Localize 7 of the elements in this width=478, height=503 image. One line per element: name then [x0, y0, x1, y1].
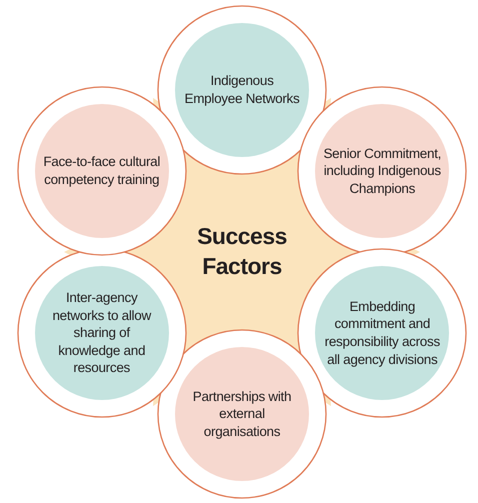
factor-text: Face-to-face cultural competency training: [42, 153, 161, 189]
factor-text: Embedding commitment and responsibility across all agency divisions: [324, 298, 441, 368]
factor-text: Partnerships with external organisations: [192, 388, 292, 440]
center-title: Success Factors: [196, 222, 288, 281]
factor-text: Senior Commitment, including Indigenous Champions: [323, 144, 442, 198]
factor-text: Inter-agency networks to allow sharing of knowledge and resources: [51, 289, 152, 377]
factor-text: Indigenous Employee Networks: [184, 72, 300, 108]
